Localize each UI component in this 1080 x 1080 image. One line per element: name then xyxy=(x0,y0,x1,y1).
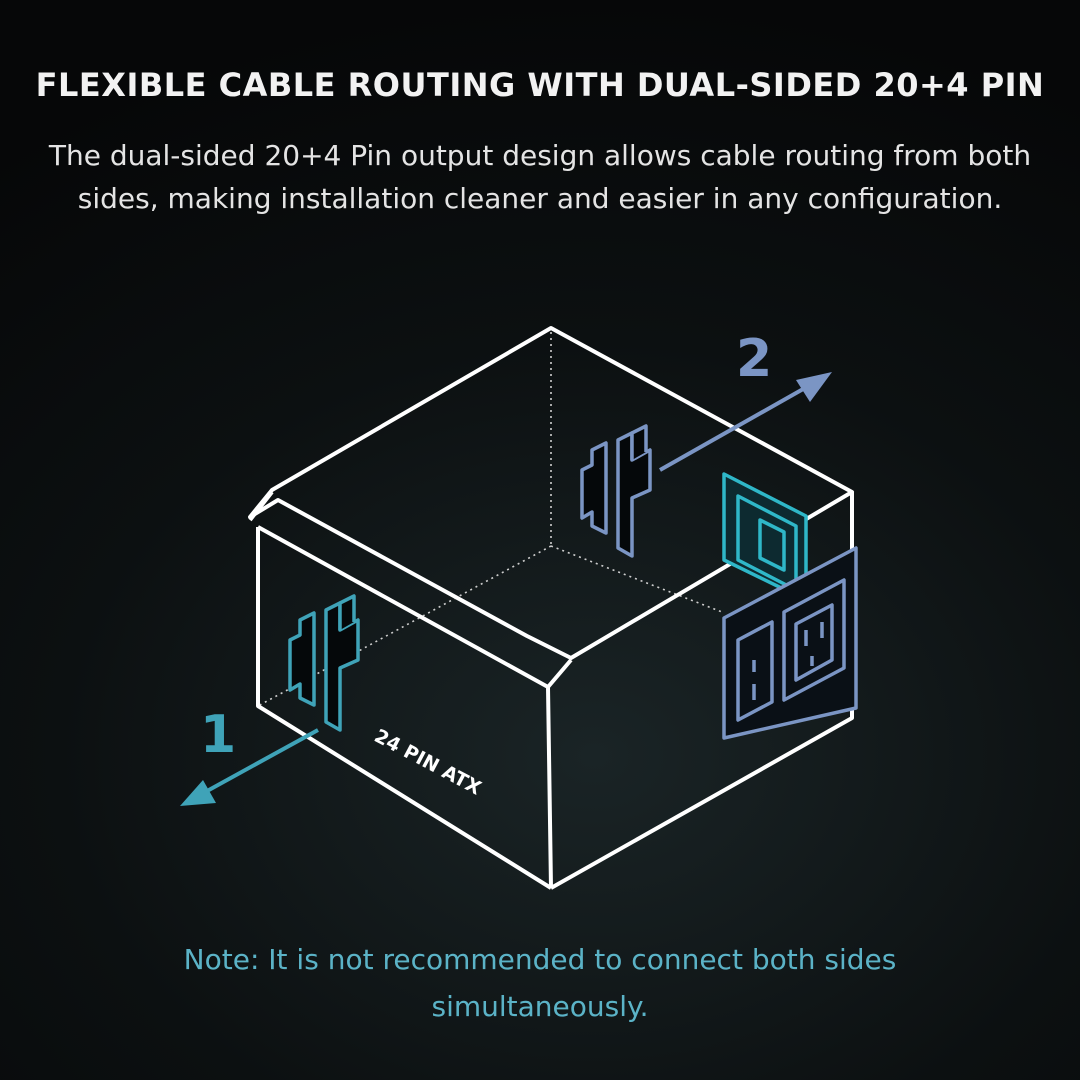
psu-box-chamfer xyxy=(248,490,573,889)
ac-inlet-panel xyxy=(722,546,858,740)
route-2-label: 2 xyxy=(736,329,772,389)
footer-note: Note: It is not recommended to connect b… xyxy=(183,943,897,1023)
hidden-edges xyxy=(257,332,723,707)
page-description: The dual-sided 20+4 Pin output design al… xyxy=(48,139,1032,215)
psu-box-front-face xyxy=(256,527,553,890)
page-title: FLEXIBLE CABLE ROUTING WITH DUAL-SIDED 2… xyxy=(35,66,1045,104)
power-switch-icon xyxy=(736,620,774,722)
route-1-label: 1 xyxy=(200,705,236,765)
psu-box xyxy=(248,326,854,890)
route-1-arrow xyxy=(180,728,319,806)
front-connector-20-4-pin-icon xyxy=(288,594,360,732)
route-2-arrow xyxy=(659,372,832,472)
rear-connector-20-4-pin-icon xyxy=(580,424,652,558)
ac-inlet-icon xyxy=(782,578,846,702)
